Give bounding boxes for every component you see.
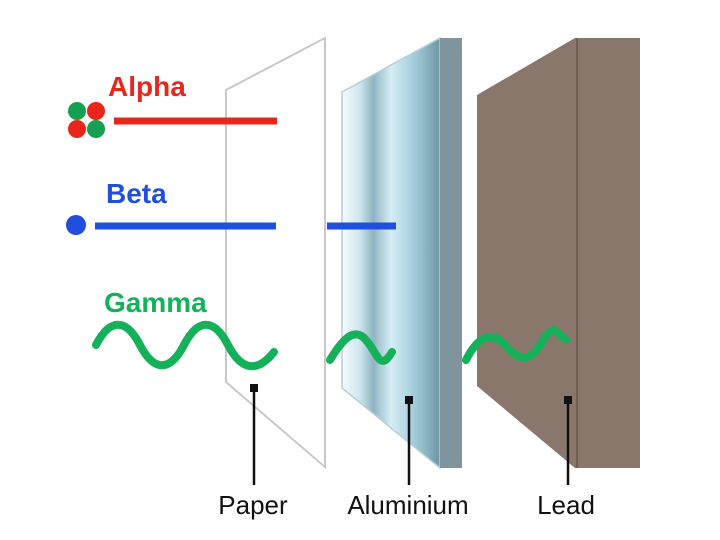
lead-pointer (564, 396, 572, 485)
gamma-label: Gamma (104, 287, 207, 318)
aluminium-label: Aluminium (347, 490, 468, 520)
aluminium-edge (440, 38, 462, 468)
paper-sheet (225, 36, 326, 470)
alpha-particle-icon (68, 102, 105, 138)
beta-particle-icon (66, 215, 86, 235)
aluminium-sheet (341, 36, 462, 470)
lead-block (477, 38, 640, 468)
gamma-wave-after-paper (326, 330, 396, 365)
gamma-wave-before-paper (92, 320, 278, 371)
paper-pointer (250, 384, 258, 485)
alpha-label: Alpha (108, 71, 186, 102)
paper-label: Paper (218, 490, 288, 520)
aluminium-pointer (405, 396, 413, 485)
lead-label: Lead (537, 490, 595, 520)
beta-label: Beta (106, 178, 167, 209)
gamma-wave-after-aluminium (462, 326, 570, 364)
